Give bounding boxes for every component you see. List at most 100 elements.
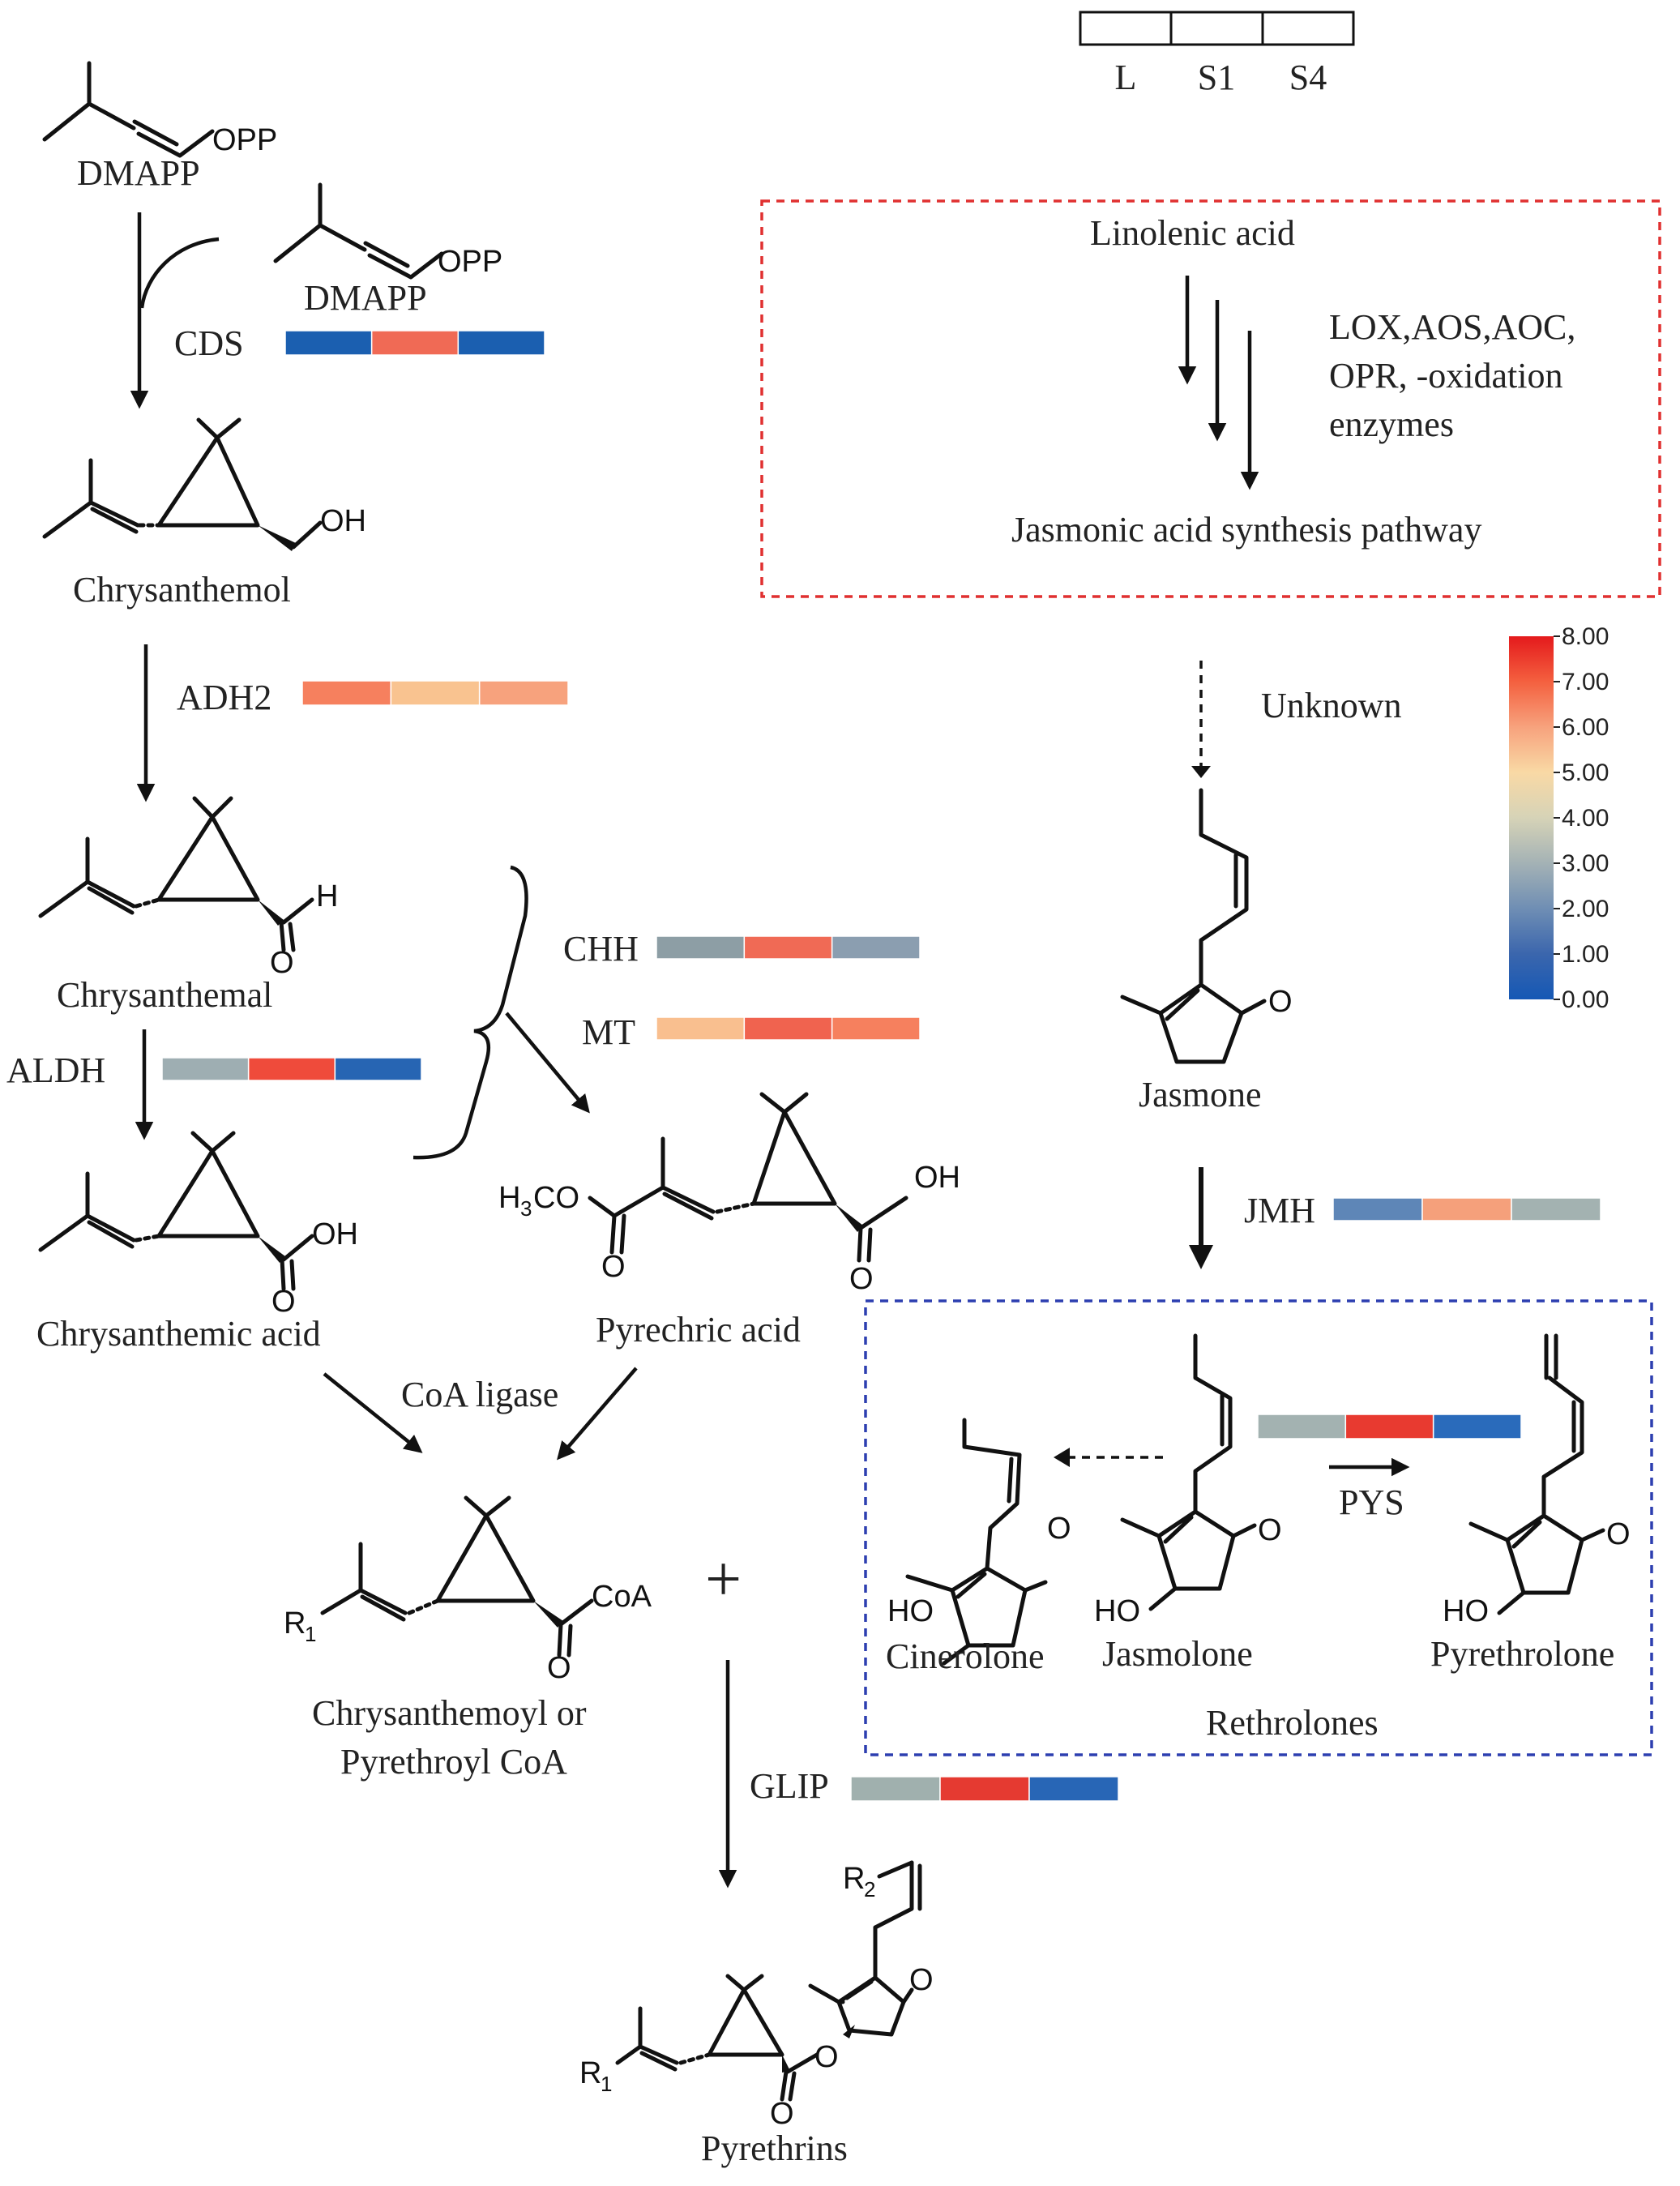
legend-sample-s1: S1 xyxy=(1198,58,1235,97)
heatmap-cell-cds-l xyxy=(284,330,373,356)
coa-ligase-label: CoA ligase xyxy=(401,1375,558,1414)
heatmap-cell-jmh-s4 xyxy=(1511,1197,1601,1221)
rethrolones-label: Rethrolones xyxy=(1206,1703,1379,1743)
acyl-coa-structure: R 1 CoA O xyxy=(284,1495,652,1685)
pyrethrins-r2-sub: 2 xyxy=(864,1877,875,1902)
cinerolone-ho: HO xyxy=(887,1594,934,1628)
colorbar-tick-label: 2.00 xyxy=(1562,896,1609,922)
ja-pathway-label: Jasmonic acid synthesis pathway xyxy=(1011,510,1481,550)
pyrethrolone-ho: HO xyxy=(1443,1594,1489,1628)
coa-ligase-arrow-right xyxy=(557,1367,638,1461)
chh-mt-arrow xyxy=(505,1012,590,1114)
heatmap-cell-aldh-l xyxy=(161,1057,250,1081)
cds-label: CDS xyxy=(174,323,244,363)
heatmap-cell-glip-l xyxy=(850,1776,941,1802)
dmapp-label-2: DMAPP xyxy=(304,278,427,318)
colorbar: 8.00 7.00 6.00 5.00 4.00 3.00 2.00 1.00 0.00 xyxy=(1509,623,1609,1013)
pyrethrins-ester-o: O xyxy=(814,2040,839,2074)
heatmap-cell-chh-s4 xyxy=(831,935,921,960)
colorbar-tick-label: 1.00 xyxy=(1562,941,1609,968)
linolenic-acid-label: Linolenic acid xyxy=(1090,213,1295,253)
heatmap-cell-mt-l xyxy=(656,1016,746,1041)
heatmap-strips xyxy=(161,330,1601,1802)
pyrethrolone-label: Pyrethrolone xyxy=(1430,1634,1614,1674)
colorbar-tick-label: 6.00 xyxy=(1562,714,1609,741)
pyrethrins-structure: R 1 O O O R 2 xyxy=(579,1860,934,2131)
chrysanthemal-label: Chrysanthemal xyxy=(57,975,272,1015)
coa-r-sub: 1 xyxy=(305,1622,316,1646)
heatmap-cell-cds-s1 xyxy=(370,330,460,356)
chrysanthemic-acid-structure: OH O xyxy=(38,1131,358,1319)
pyrechric-acid-label: Pyrechric acid xyxy=(596,1310,801,1350)
colorbar-tick-label: 4.00 xyxy=(1562,805,1609,832)
jasmone-o: O xyxy=(1268,985,1293,1019)
chrysanthemol-label: Chrysanthemol xyxy=(73,570,291,610)
heatmap-cell-pys-s1 xyxy=(1344,1414,1434,1440)
heatmap-cell-jmh-l xyxy=(1332,1197,1423,1221)
jasmolone-ho: HO xyxy=(1094,1594,1140,1628)
pyrethrolone-o: O xyxy=(1606,1517,1631,1551)
sample-legend: L S1 S4 xyxy=(1079,11,1355,97)
dmapp-join-curve xyxy=(139,237,220,309)
legend-sample-l: L xyxy=(1115,58,1137,97)
pyrethrolone-structure: O HO xyxy=(1443,1333,1631,1628)
chrysanthemic-oh: OH xyxy=(312,1217,358,1251)
pyrethrins-ketone-o: O xyxy=(909,1963,934,1997)
jasmone-structure: O xyxy=(1120,788,1293,1064)
cinerolone-structure: O HO xyxy=(887,1418,1071,1666)
mt-label: MT xyxy=(582,1012,635,1052)
colorbar-tick-label: 3.00 xyxy=(1562,850,1609,877)
jmh-label: JMH xyxy=(1244,1191,1315,1230)
pys-label: PYS xyxy=(1339,1482,1404,1522)
pyrechric-acid-structure: H 3 CO O OH O xyxy=(498,1092,960,1296)
heatmap-cell-pys-l xyxy=(1257,1414,1347,1440)
pyrechric-o1: O xyxy=(601,1250,626,1284)
chh-label: CHH xyxy=(563,929,639,969)
heatmap-cell-glip-s4 xyxy=(1028,1776,1119,1802)
pyrethrins-label: Pyrethrins xyxy=(701,2128,848,2168)
opp-label-2: OPP xyxy=(438,245,502,279)
acyl-coa-label-line1: Chrysanthemoyl or xyxy=(312,1693,587,1733)
unknown-label: Unknown xyxy=(1261,686,1402,725)
heatmap-cell-aldh-s1 xyxy=(247,1057,336,1081)
legend-sample-s4: S4 xyxy=(1289,58,1327,97)
heatmap-cell-mt-s1 xyxy=(743,1016,833,1041)
coa-ligase-arrow-left xyxy=(323,1372,423,1453)
colorbar-tick-label: 8.00 xyxy=(1562,623,1609,650)
dmapp-structure-1: OPP xyxy=(42,61,277,158)
colorbar-ticks: 8.00 7.00 6.00 5.00 4.00 3.00 2.00 1.00 0.00 xyxy=(1554,623,1609,1013)
chrysanthemal-h: H xyxy=(316,879,338,913)
ja-enzymes-line1: LOX,AOS,AOC, xyxy=(1329,307,1575,347)
glip-label: GLIP xyxy=(750,1766,829,1806)
colorbar-tick-label: 0.00 xyxy=(1562,986,1609,1013)
heatmap-cell-adh2-l xyxy=(301,680,392,706)
colorbar-tick-label: 7.00 xyxy=(1562,669,1609,695)
coa-r: R xyxy=(284,1606,306,1641)
heatmap-cell-mt-s4 xyxy=(831,1016,921,1041)
h3co-h: H xyxy=(498,1181,520,1215)
jasmonic-acid-box xyxy=(760,199,1661,598)
ja-enzymes-line2: OPR, -oxidation xyxy=(1329,356,1562,396)
heatmap-cell-pys-s4 xyxy=(1432,1414,1522,1440)
jasmolone-label: Jasmolone xyxy=(1102,1634,1253,1674)
h3co-co: CO xyxy=(533,1181,579,1215)
pyrethrins-r1-sub: 1 xyxy=(601,2072,612,2096)
chrysanthemic-o: O xyxy=(271,1285,296,1319)
dmapp-label-1: DMAPP xyxy=(77,153,200,193)
heatmap-cell-glip-s1 xyxy=(939,1776,1030,1802)
h3co-3: 3 xyxy=(520,1196,532,1221)
chrysanthemal-o: O xyxy=(270,946,294,980)
jasmolone-structure: O HO xyxy=(1094,1333,1282,1628)
rethrolones-box xyxy=(864,1299,1653,1756)
pyrethrins-carbonyl-o: O xyxy=(770,2097,794,2131)
jasmone-label: Jasmone xyxy=(1139,1075,1262,1114)
chrysanthemic-acid-label: Chrysanthemic acid xyxy=(36,1314,321,1354)
cinerolone-label: Cinerolone xyxy=(886,1636,1045,1676)
coa-o: O xyxy=(547,1651,571,1685)
colorbar-tick-label: 5.00 xyxy=(1562,759,1609,786)
aldh-label: ALDH xyxy=(6,1050,105,1090)
ja-enzymes-line3: enzymes xyxy=(1329,404,1454,444)
opp-label-1: OPP xyxy=(212,123,277,157)
heatmap-cell-cds-s4 xyxy=(457,330,545,356)
cinerolone-o: O xyxy=(1047,1512,1071,1546)
